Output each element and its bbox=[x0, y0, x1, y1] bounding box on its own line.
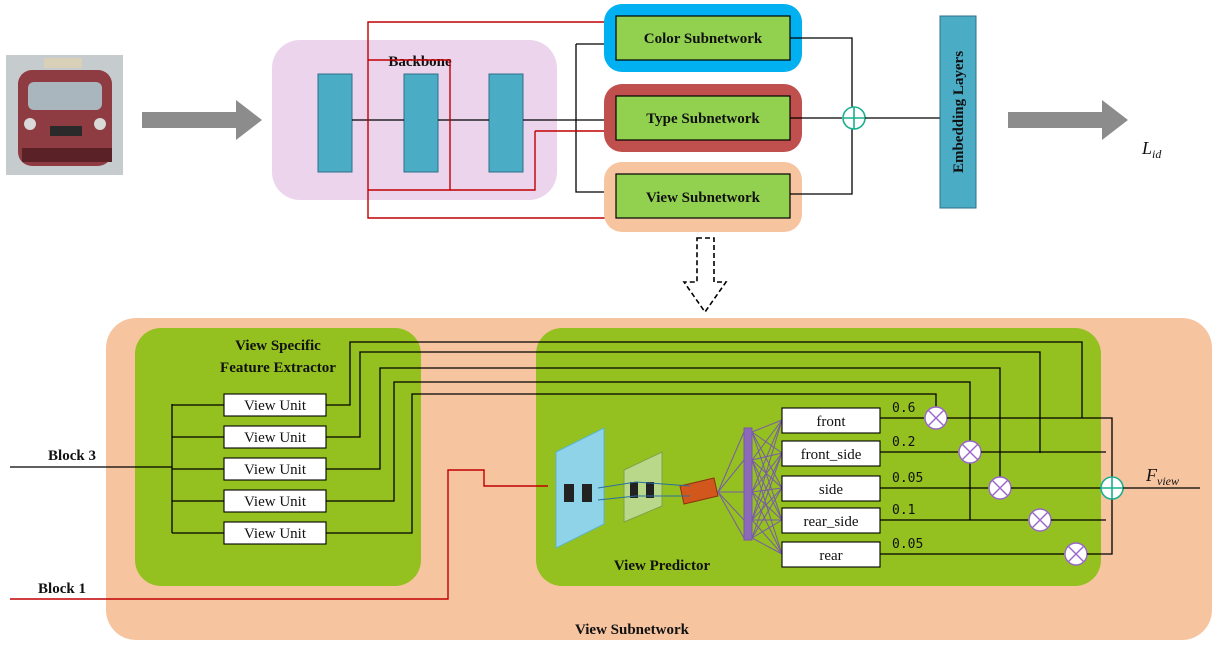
multiply-icon bbox=[1028, 508, 1052, 532]
embedding-layers bbox=[939, 15, 977, 209]
block1-label: Block 1 bbox=[38, 581, 86, 597]
multiply-icon bbox=[924, 406, 948, 430]
extractor-title-2: Feature Extractor bbox=[220, 360, 336, 376]
weight-rear-side: 0.1 bbox=[892, 503, 915, 518]
type-subnetwork-label: Type Subnetwork bbox=[646, 111, 760, 127]
embedding-label: Embedding Layers bbox=[951, 51, 967, 173]
view-unit-label: View Unit bbox=[244, 430, 307, 446]
multiply-icon bbox=[1064, 542, 1088, 566]
view-unit-label: View Unit bbox=[244, 398, 307, 414]
block3-label: Block 3 bbox=[48, 448, 96, 464]
predictor-title: View Predictor bbox=[614, 558, 711, 574]
sum-icon bbox=[1100, 476, 1124, 500]
view-class-rear bbox=[781, 541, 881, 568]
weight-front: 0.6 bbox=[892, 401, 915, 416]
fview-label: Fview bbox=[1145, 465, 1179, 488]
backbone-label: Backbone bbox=[388, 54, 452, 70]
view-unit-label: View Unit bbox=[244, 462, 307, 478]
fully-connected-icon bbox=[717, 419, 783, 555]
view-units: View Unit View Unit View Unit View Unit … bbox=[223, 393, 327, 545]
weight-rear: 0.05 bbox=[892, 537, 923, 552]
output-arrow bbox=[1008, 100, 1128, 140]
view-class-label: front_side bbox=[801, 447, 862, 463]
expand-arrow bbox=[682, 237, 728, 314]
view-subnetwork bbox=[615, 173, 791, 219]
view-class-rear-side bbox=[781, 507, 881, 534]
input-arrow bbox=[142, 100, 262, 140]
view-unit-label: View Unit bbox=[244, 494, 307, 510]
view-class-front-side bbox=[781, 440, 881, 467]
color-subnetwork bbox=[615, 15, 791, 61]
backbone-block-2 bbox=[403, 73, 439, 173]
multiply-icon bbox=[988, 476, 1012, 500]
view-unit-label: View Unit bbox=[244, 526, 307, 542]
view-class-label: front bbox=[816, 414, 846, 430]
loss-label: Lid bbox=[1141, 138, 1162, 161]
backbone-block-1 bbox=[317, 73, 353, 173]
color-subnetwork-label: Color Subnetwork bbox=[644, 31, 763, 47]
vehicle-image bbox=[6, 55, 123, 175]
backbone-block-3 bbox=[488, 73, 524, 173]
view-class-side bbox=[781, 475, 881, 502]
view-class-front bbox=[781, 407, 881, 434]
view-subnetwork-label: View Subnetwork bbox=[646, 190, 761, 206]
detail-title: View Subnetwork bbox=[575, 622, 690, 638]
view-classes: front front_side side rear_side rear bbox=[781, 407, 881, 568]
multiply-icon bbox=[958, 440, 982, 464]
sum-icon bbox=[842, 106, 866, 130]
view-class-label: rear bbox=[819, 548, 842, 564]
view-class-label: rear_side bbox=[804, 514, 859, 530]
weight-side: 0.05 bbox=[892, 471, 923, 486]
extractor-title-1: View Specific bbox=[235, 338, 321, 354]
cnn-icon bbox=[555, 427, 719, 549]
weight-front-side: 0.2 bbox=[892, 435, 915, 450]
view-class-label: side bbox=[819, 482, 844, 498]
